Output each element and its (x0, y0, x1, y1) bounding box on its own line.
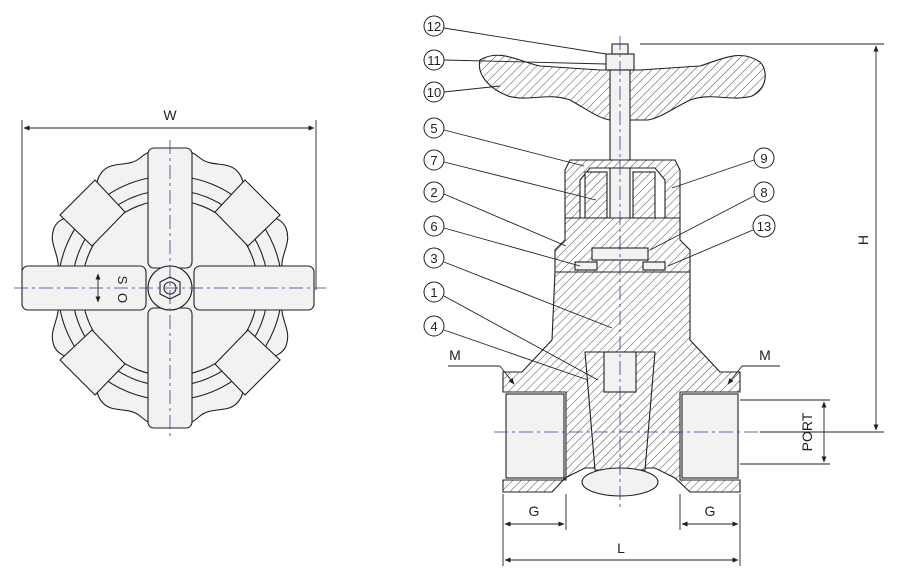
callout-10: 10 (423, 81, 501, 103)
height-label: H (855, 235, 871, 245)
lobe-top-right (214, 179, 281, 247)
handwheel-top-view: W S O (14, 107, 326, 438)
lobe-top-left (59, 179, 126, 247)
g-label-right: G (705, 503, 716, 519)
packing-left (584, 171, 608, 219)
g-label-left: G (529, 503, 540, 519)
inlet-port (505, 393, 565, 479)
svg-text:3: 3 (430, 251, 437, 266)
callout-4: 4 (423, 315, 589, 381)
callout-5: 5 (423, 117, 585, 167)
callout-2: 2 (423, 181, 567, 247)
lobe-bottom-left (59, 329, 126, 396)
svg-text:2: 2 (430, 185, 437, 200)
open-mark: O (115, 293, 130, 303)
callout-8: 8 (649, 181, 775, 251)
packing-right (632, 171, 656, 219)
part-callouts-right: 9 8 13 (649, 147, 776, 267)
callout-7: 7 (423, 149, 597, 201)
svg-text:8: 8 (760, 185, 767, 200)
marking-label-left: M (449, 347, 461, 363)
callout-13: 13 (667, 214, 776, 267)
lobe-bottom-right (214, 329, 281, 396)
callout-1: 1 (423, 281, 599, 381)
svg-text:5: 5 (430, 121, 437, 136)
callout-3: 3 (423, 247, 613, 329)
svg-text:13: 13 (757, 219, 771, 234)
svg-text:11: 11 (427, 53, 441, 68)
valve-section-view: H PORT G G L M M (448, 36, 884, 566)
svg-text:9: 9 (760, 151, 767, 166)
callout-9: 9 (671, 147, 775, 189)
svg-text:7: 7 (430, 153, 437, 168)
washer-right (642, 261, 666, 271)
svg-text:10: 10 (427, 85, 441, 100)
svg-text:12: 12 (427, 19, 441, 34)
port-label: PORT (799, 412, 815, 451)
callout-6: 6 (423, 215, 581, 267)
outlet-port (681, 393, 739, 479)
svg-text:6: 6 (430, 219, 437, 234)
width-label: W (163, 107, 177, 123)
svg-text:1: 1 (430, 285, 437, 300)
washer-left (574, 261, 598, 271)
marking-label-right: M (759, 347, 771, 363)
part-callouts: 12 11 10 5 7 2 6 (423, 15, 613, 381)
length-label: L (617, 540, 625, 556)
callout-11: 11 (423, 49, 607, 71)
svg-text:4: 4 (430, 319, 437, 334)
callout-12: 12 (423, 15, 607, 55)
shut-mark: S (115, 276, 130, 285)
